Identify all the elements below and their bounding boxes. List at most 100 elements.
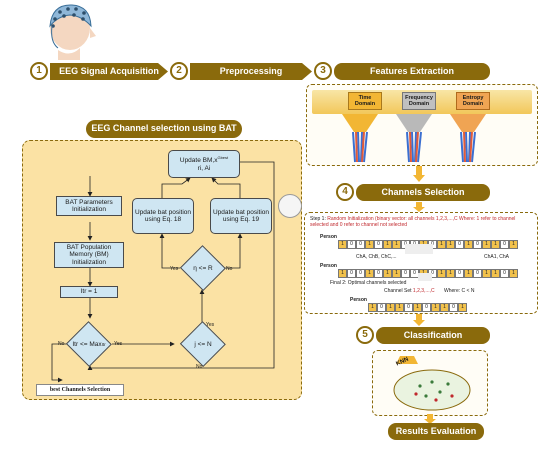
- final-set-label: Channel Set 1,2,3,...,C Where: C < N: [384, 288, 474, 294]
- channel-cell: 1: [365, 269, 374, 278]
- best-channels-box: best Channels Selection: [36, 384, 124, 396]
- itr-init-box: Itr = 1: [60, 286, 118, 298]
- channel-cell: 1: [446, 269, 455, 278]
- channel-cell: 1: [383, 269, 392, 278]
- row2-labels-mid: ChA, ChB, ChC,...: [356, 254, 397, 260]
- channel-cell: 1: [437, 240, 446, 249]
- arrow-to-channel-panel: [413, 202, 425, 212]
- channel-cell: 1: [464, 240, 473, 249]
- frequency-domain-box: Frequency Domain: [402, 92, 436, 110]
- channel-cell: 1: [464, 269, 473, 278]
- channel-cell: 0: [455, 240, 464, 249]
- channel-cell: 0: [473, 240, 482, 249]
- channel-cell: 1: [392, 269, 401, 278]
- stage-preprocessing: Preprocessing: [190, 63, 312, 80]
- bat-panel: [22, 140, 302, 400]
- entropy-domain-box: Entropy Domain: [456, 92, 490, 110]
- feature-funnels: [342, 114, 486, 163]
- stage-eeg-acquisition: EEG Signal Acquisition: [50, 63, 168, 80]
- channel-cell: 1: [413, 303, 422, 312]
- row1-person-label: Person: [320, 234, 337, 240]
- channel-cell: 0: [374, 240, 383, 249]
- channel-cell: 1: [395, 303, 404, 312]
- eta-condition: η <= R: [180, 245, 226, 291]
- channel-cell: 0: [401, 269, 410, 278]
- channel-cell: 1: [509, 269, 518, 278]
- channel-cell: 1: [437, 269, 446, 278]
- channel-cell: 0: [377, 303, 386, 312]
- stage-classification: Classification: [376, 327, 490, 344]
- label-yes-eta: Yes: [170, 266, 179, 272]
- update-bm-line2: ri, Ai: [197, 164, 211, 172]
- j-condition-label: j <= N: [194, 340, 212, 348]
- channel-cell: 0: [347, 240, 356, 249]
- channel-cell: 1: [338, 240, 347, 249]
- channel-cell: 0: [473, 269, 482, 278]
- channel-cell: 0: [455, 269, 464, 278]
- stage-2-number: 2: [170, 62, 188, 80]
- final-step-text: Final 2: Optimal channels selected: [330, 280, 407, 286]
- itr-condition-sub: Itr: [101, 341, 106, 347]
- stage-features-extraction: Features Extraction: [334, 63, 490, 80]
- eeg-head-icon: [49, 4, 96, 60]
- stage-5-number: 5: [356, 326, 374, 344]
- channel-cell: 1: [482, 269, 491, 278]
- channel-cell: 0: [500, 240, 509, 249]
- bat-panel-title: EEG Channel selection using BAT: [86, 120, 242, 138]
- channel-cell: 1: [365, 240, 374, 249]
- time-domain-box: Time Domain: [348, 92, 382, 110]
- step1-description: Random Initialization (binary vector: al…: [327, 216, 435, 222]
- channel-cell: 0: [422, 303, 431, 312]
- step1-label: Step 1:: [310, 216, 326, 222]
- itr-condition-text: Itr <= Max: [72, 340, 102, 348]
- step1-set: 1,2,3,...,C: [435, 216, 458, 222]
- arrow-to-results: [424, 414, 436, 424]
- channel-cell: 0: [404, 303, 413, 312]
- channel-cell: 1: [509, 240, 518, 249]
- stage-3-number: 3: [314, 62, 332, 80]
- label-yes-itr: Yes: [114, 341, 123, 347]
- channel-cell: 1: [368, 303, 377, 312]
- row2-labels-right: ChA1, ChA: [484, 254, 510, 260]
- update-bm-line1: Update BM,xGbest: [180, 155, 228, 165]
- magnifier-circle: [278, 194, 302, 218]
- arrow-to-channels: [413, 166, 425, 182]
- step1-note: Where: 1 refer to channel selected and 0…: [310, 216, 516, 228]
- channel-cell: 1: [491, 240, 500, 249]
- stage-1-number: 1: [30, 62, 48, 80]
- update-eq19-box: Update bat position using Eq. 19: [210, 198, 272, 234]
- channel-cell: 0: [449, 303, 458, 312]
- label-yes-j: Yes: [206, 322, 215, 328]
- stage-4-number: 4: [336, 183, 354, 201]
- channel-cell: 1: [491, 269, 500, 278]
- channel-cell: 1: [386, 303, 395, 312]
- eta-condition-label: η <= R: [193, 264, 213, 272]
- channel-cell: 1: [431, 303, 440, 312]
- channel-cell: 0: [356, 269, 365, 278]
- channel-cell: 1: [482, 240, 491, 249]
- final-set-sub: Channel Set: [384, 288, 412, 294]
- label-no-itr: No: [58, 341, 65, 347]
- j-condition: j <= N: [180, 321, 226, 367]
- channel-cell: 0: [374, 269, 383, 278]
- channel-cell: 1: [392, 240, 401, 249]
- channel-cell: 0: [500, 269, 509, 278]
- row2-person-label: Person: [320, 263, 337, 269]
- channel-cell: 1: [458, 303, 467, 312]
- channel-cell: 1: [383, 240, 392, 249]
- label-no-eta: No: [226, 266, 233, 272]
- stage-channels-selection: Channels Selection: [356, 184, 490, 201]
- channel-cell: 1: [338, 269, 347, 278]
- channel-cell: 1: [440, 303, 449, 312]
- final-set-value: 1,2,3,...,C: [412, 288, 435, 294]
- row-gap-marker-2: [418, 273, 432, 281]
- row-gap-marker: [405, 244, 433, 254]
- row3-person-label: Person: [350, 297, 367, 303]
- stage-results-evaluation: Results Evaluation: [388, 423, 484, 440]
- knn-illustration: [393, 356, 471, 411]
- update-eq18-box: Update bat position using Eq. 18: [132, 198, 194, 234]
- bat-params-init-box: BAT Parameters Initialization: [56, 196, 122, 216]
